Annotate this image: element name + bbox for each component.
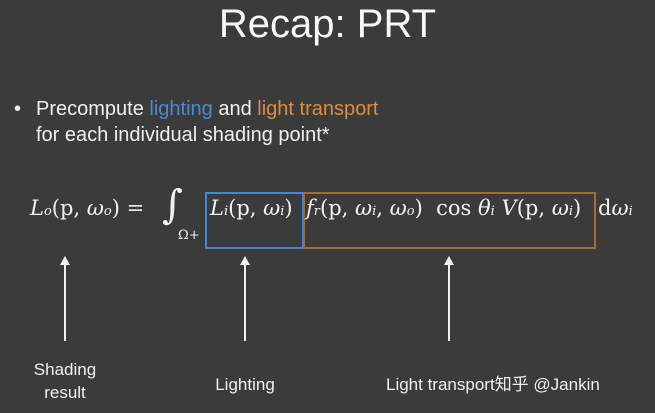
lighting-label: Lighting [215,375,275,394]
bullet-text: Precompute [36,98,150,120]
label-line: result [44,383,86,402]
arrow-up-icon [60,256,70,341]
arrow-up-icon [240,256,250,341]
lighting-term: Li(p, ωi) [210,196,293,220]
lighting-highlight: lighting [149,98,213,120]
bullet-marker: • [14,98,22,120]
differential-term: dωi [598,196,633,220]
light-transport-label: Light transport知乎 @Jankin [386,373,600,396]
watermark: 知乎 @Jankin [494,375,600,394]
light-transport-highlight: light transport [257,98,379,120]
label-line: Shading [33,360,97,379]
label-text: Light transport [386,375,495,394]
light-transport-term: fr(p, ωi, ωo) cos θi V(p, ωi) [306,196,582,220]
bullet-line-2: for each individual shading point* [36,124,330,146]
light-transport-box [303,192,596,249]
bullet-text: and [212,98,258,120]
shading-result-label: Shading result [20,358,110,404]
bullet-line-1: Precompute lighting and light transport [36,96,378,122]
arrow-up-icon [444,256,454,341]
equation-lhs: Lo(p, ωo) = [30,196,145,220]
slide-title: Recap: PRT [218,2,437,46]
